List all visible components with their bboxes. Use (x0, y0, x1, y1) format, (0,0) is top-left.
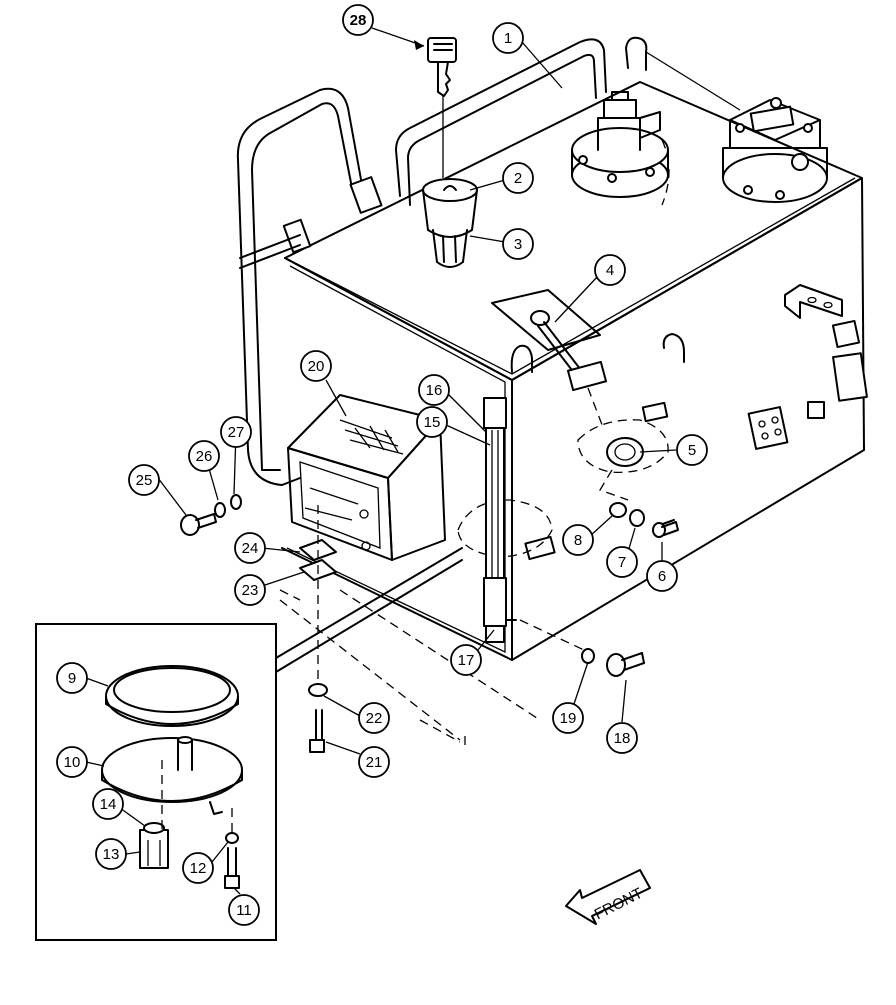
mounting-screw (609, 502, 679, 538)
cover-bolt (180, 494, 242, 536)
callout-18: 18 (606, 722, 638, 754)
svg-text:4: 4 (606, 262, 614, 279)
svg-text:7: 7 (618, 554, 626, 571)
callout-9: 9 (56, 662, 88, 694)
svg-text:23: 23 (242, 582, 259, 599)
svg-text:2: 2 (514, 170, 522, 187)
callouts: 1 2 3 4 5 6 7 8 9 10 11 12 13 14 15 16 1… (56, 4, 708, 926)
callout-3: 3 (502, 228, 534, 260)
svg-text:1: 1 (504, 30, 512, 47)
callout-28: 28 (342, 4, 374, 36)
svg-text:10: 10 (64, 754, 81, 771)
callout-11: 11 (228, 894, 260, 926)
callout-10: 10 (56, 746, 88, 778)
svg-text:3: 3 (514, 236, 522, 253)
callout-20: 20 (300, 350, 332, 382)
callout-21: 21 (358, 746, 390, 778)
svg-text:27: 27 (228, 424, 245, 441)
callout-8: 8 (562, 524, 594, 556)
side-brackets (524, 284, 868, 561)
callout-27: 27 (220, 416, 252, 448)
gauge-bolt (519, 619, 645, 677)
callout-22: 22 (358, 702, 390, 734)
svg-text:18: 18 (614, 730, 631, 747)
callout-17: 17 (450, 644, 482, 676)
svg-text:25: 25 (136, 472, 153, 489)
callout-5: 5 (676, 434, 708, 466)
callout-14: 14 (92, 788, 124, 820)
svg-text:20: 20 (308, 358, 325, 375)
lift-eye (510, 333, 685, 373)
svg-text:12: 12 (190, 860, 207, 877)
callout-26: 26 (188, 440, 220, 472)
sight-gauge (577, 419, 669, 501)
svg-text:11: 11 (236, 902, 252, 919)
detail-marker (457, 499, 553, 558)
callout-16: 16 (418, 374, 450, 406)
svg-text:13: 13 (103, 846, 120, 863)
filler-cap (422, 178, 478, 268)
svg-text:19: 19 (560, 710, 577, 727)
front-arrow: FRONT (565, 869, 651, 925)
svg-text:5: 5 (688, 442, 696, 459)
callout-25: 25 (128, 464, 160, 496)
svg-text:24: 24 (242, 540, 259, 557)
svg-text:16: 16 (426, 382, 443, 399)
callout-7: 7 (606, 546, 638, 578)
svg-text:21: 21 (366, 754, 383, 771)
shim-plates (299, 505, 337, 690)
detail-inset (35, 547, 463, 941)
svg-text:26: 26 (196, 448, 213, 465)
top-handrail (395, 36, 648, 206)
callout-15: 15 (416, 406, 448, 438)
callout-4: 4 (594, 254, 626, 286)
svg-text:15: 15 (424, 414, 441, 431)
callout-13: 13 (95, 838, 127, 870)
svg-text:14: 14 (100, 796, 117, 813)
callout-6: 6 (646, 560, 678, 592)
callout-23: 23 (234, 574, 266, 606)
svg-text:17: 17 (458, 652, 475, 669)
suction-filter (645, 51, 828, 203)
bolt-washer (308, 683, 328, 753)
callout-12: 12 (182, 852, 214, 884)
level-gauge-tube (483, 397, 517, 643)
leader-lines (85, 27, 677, 895)
key-icon (427, 37, 457, 178)
return-filter (571, 91, 670, 206)
callout-2: 2 (502, 162, 534, 194)
handrail (236, 87, 383, 486)
svg-text:28: 28 (350, 12, 367, 29)
callout-24: 24 (234, 532, 266, 564)
svg-text:6: 6 (658, 568, 666, 585)
level-gauge-lever (491, 289, 608, 431)
svg-text:22: 22 (366, 710, 383, 727)
svg-text:8: 8 (574, 532, 582, 549)
svg-text:9: 9 (68, 670, 76, 687)
callout-19: 19 (552, 702, 584, 734)
callout-1: 1 (492, 22, 524, 54)
bottom-plate-outline (279, 589, 541, 745)
